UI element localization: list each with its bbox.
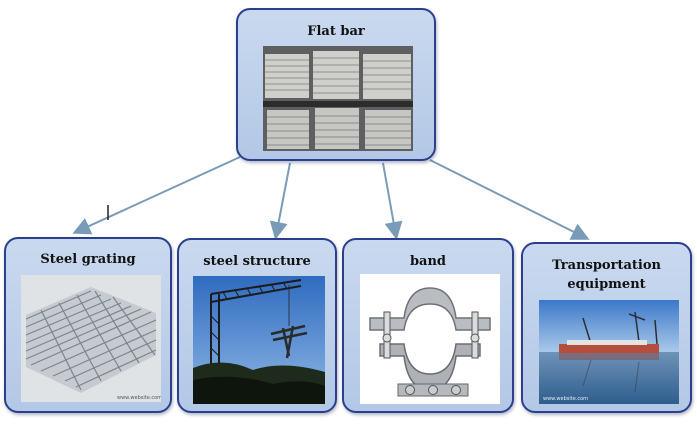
- arrow-to-steel-grating: [72, 156, 241, 235]
- steel-grating-photo: www.website.com: [21, 275, 161, 402]
- card-transportation-equipment: Transportation equipment: [521, 242, 692, 413]
- steel-grating-title: Steel grating: [40, 252, 136, 267]
- transportation-ship-photo: www.website.com: [539, 300, 679, 404]
- card-band: band: [342, 238, 514, 413]
- band-clamp-photo: [360, 274, 500, 404]
- root-title: Flat bar: [307, 24, 365, 39]
- arrow-to-band: [382, 162, 403, 240]
- flat-bar-photo: [263, 46, 413, 151]
- steel-structure-title: steel structure: [203, 254, 311, 269]
- svg-text:www.website.com: www.website.com: [543, 396, 588, 402]
- root-card-flat-bar: Flat bar: [236, 8, 436, 161]
- transportation-title-line2: equipment: [567, 277, 646, 292]
- card-steel-grating: Steel grating www.website.com: [4, 237, 172, 413]
- arrow-to-steel-structure: [269, 162, 291, 240]
- steel-structure-photo: [193, 276, 325, 404]
- arrow-to-transportation-equipment: [429, 159, 590, 240]
- transportation-title-line1: Transportation: [552, 258, 661, 273]
- svg-text:www.website.com: www.website.com: [117, 395, 161, 401]
- band-title: band: [409, 254, 447, 269]
- card-steel-structure: steel structure: [177, 238, 337, 413]
